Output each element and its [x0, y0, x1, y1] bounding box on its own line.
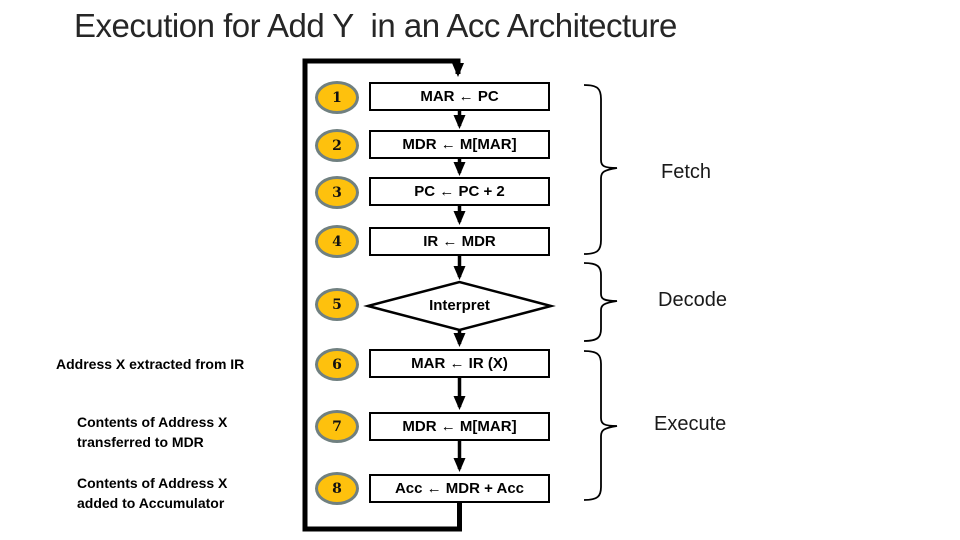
flow-box-mdr-mmar-1: MDR ← M[MAR]: [369, 130, 550, 159]
phase-label-decode: Decode: [658, 289, 727, 311]
loop-back-arrow: [302, 58, 464, 532]
page-title: Execution for Add Y in an Acc Architectu…: [74, 7, 677, 44]
annotation-line: transferred to MDR: [77, 434, 204, 450]
step-badge-5: 5: [315, 288, 359, 321]
flow-box-ir-mdr: IR ← MDR: [369, 227, 550, 256]
annotation-address-extracted: Address X extracted from IR: [56, 356, 245, 372]
flow-box-acc-add: Acc ← MDR + Acc: [369, 474, 550, 503]
step-badge-6: 6: [315, 348, 359, 381]
annotation-line: Contents of Address X: [77, 475, 228, 491]
step-badge-7: 7: [315, 410, 359, 443]
phase-label-fetch: Fetch: [661, 161, 712, 183]
phase-label-execute: Execute: [654, 413, 727, 435]
interpret-label: Interpret: [429, 297, 490, 314]
flow-box-pc-plus-2: PC ← PC + 2: [369, 177, 550, 206]
flow-box-mdr-mmar-2: MDR ← M[MAR]: [369, 412, 550, 441]
decode-brace: [583, 262, 618, 342]
fetch-brace: [583, 84, 618, 255]
annotation-contents-added: Contents of Address X added to Accumulat…: [77, 473, 227, 513]
execute-brace: [583, 350, 618, 501]
annotation-contents-transferred: Contents of Address X transferred to MDR: [77, 412, 227, 452]
step-badge-2: 2: [315, 129, 359, 162]
step-badge-1: 1: [315, 81, 359, 114]
flow-box-mar-pc: MAR ← PC: [369, 82, 550, 111]
annotation-line: added to Accumulator: [77, 495, 225, 511]
flow-box-mar-irx: MAR ← IR (X): [369, 349, 550, 378]
interpret-diamond: [363, 280, 556, 332]
annotation-line: Contents of Address X: [77, 414, 228, 430]
step-badge-8: 8: [315, 472, 359, 505]
step-badge-3: 3: [315, 176, 359, 209]
step-badge-4: 4: [315, 225, 359, 258]
